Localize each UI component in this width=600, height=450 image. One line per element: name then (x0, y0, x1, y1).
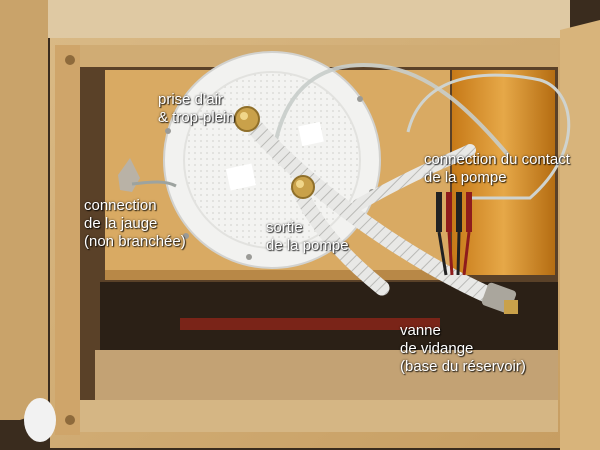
label-pump-contact-line2: de la pompe (424, 169, 507, 186)
pump-hose (292, 184, 390, 296)
left-board (0, 0, 48, 420)
top-board (45, 0, 570, 38)
label-drain-valve-line1: vanne (400, 322, 441, 339)
floor-lip (80, 400, 558, 432)
left-post (55, 45, 80, 435)
pump-outlet-fitting (291, 175, 315, 199)
label-pump-outlet-line1: sortie (266, 219, 303, 236)
label-gauge-line2: de la jauge (84, 215, 158, 232)
label-gauge: connection de la jauge (non branchée) (84, 197, 186, 251)
right-panel (560, 20, 600, 450)
label-air-intake-line2: & trop-plein (158, 109, 235, 126)
contact-cable (406, 73, 571, 200)
rear-rail (80, 45, 558, 67)
air-hose (274, 63, 510, 157)
label-pump-contact-line1: connection du contact (424, 151, 570, 168)
label-gauge-line3: (non branchée) (84, 233, 186, 250)
tank-top-edge (105, 270, 450, 280)
pump-contact-connectors (436, 192, 472, 276)
label-pump-outlet: sortie de la pompe (266, 219, 349, 255)
lower-hose (352, 144, 476, 211)
label-drain-valve-line2: de vidange (400, 340, 474, 357)
label-air-intake-line1: prise d’air (158, 91, 224, 108)
gauge-wire (131, 180, 177, 188)
label-drain-valve-line3: (base du réservoir) (400, 358, 526, 375)
label-pump-outlet-line2: de la pompe (266, 237, 349, 254)
label-gauge-line1: connection (84, 197, 157, 214)
label-drain-valve: vanne de vidange (base du réservoir) (400, 322, 526, 376)
hatch-mesh (183, 71, 361, 249)
red-pipe (180, 318, 440, 330)
air-intake-fitting (234, 106, 260, 132)
overflow-hose (243, 115, 505, 307)
label-air-intake: prise d’air & trop-plein (158, 91, 235, 127)
label-pump-contact: connection du contact de la pompe (424, 151, 570, 187)
